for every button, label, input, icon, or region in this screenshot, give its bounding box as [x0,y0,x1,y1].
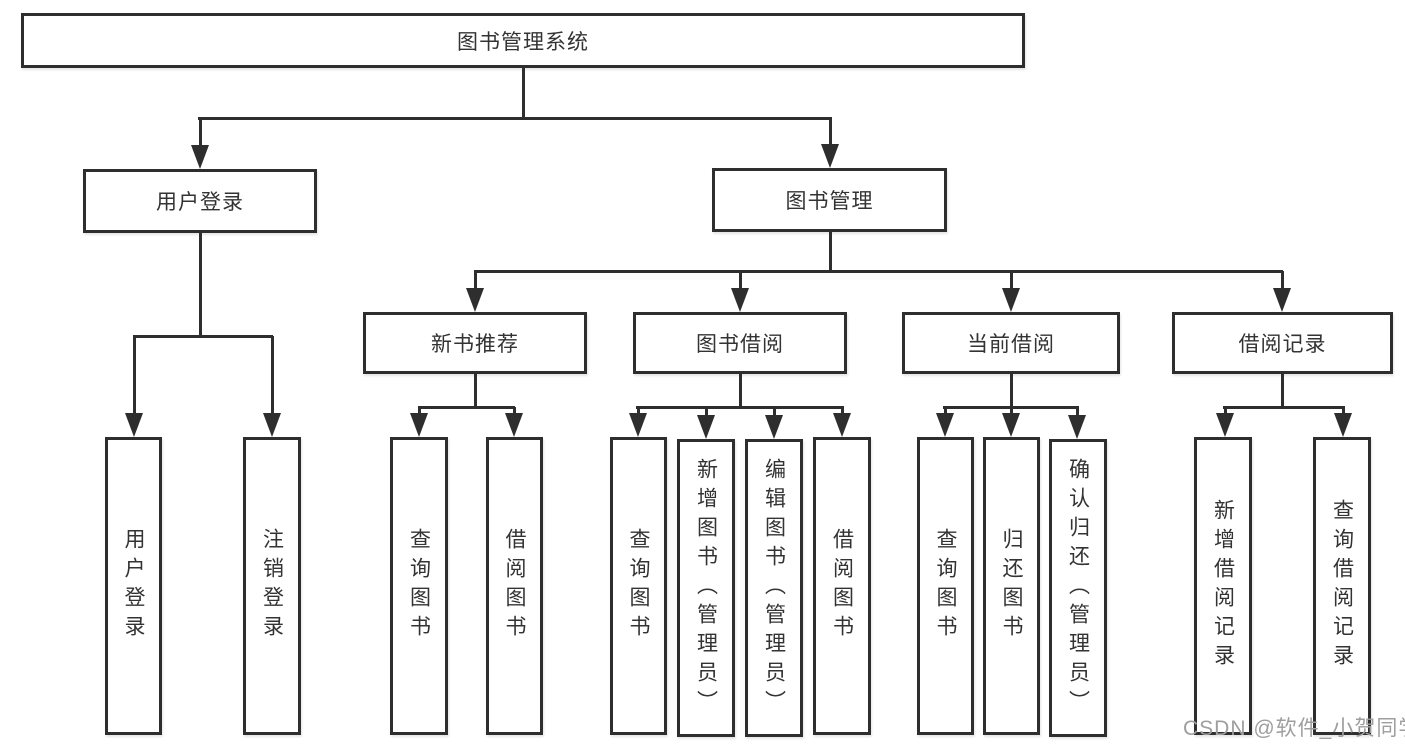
node-leaf-edit-book: 编辑图书（管理员） [745,439,803,737]
node-leaf-query-book-1: 查询图书 [390,437,448,735]
node-new-book-rec: 新书推荐 [363,312,587,374]
node-label: 用户登录 [122,528,145,644]
node-leaf-query-book-2: 查询图书 [610,437,667,735]
arrow-down-icon [731,288,749,312]
arrow-down-icon [466,288,484,312]
arrow-down-icon [697,415,715,439]
watermark: CSDN @软件_小贺同学 [1183,717,1405,740]
node-current-borrow: 当前借阅 [902,312,1120,374]
node-leaf-add-book: 新增图书（管理员） [677,439,735,737]
node-leaf-query-borrow-rec: 查询借阅记录 [1313,437,1371,735]
node-label: 图书管理 [785,190,874,213]
arrow-down-icon [410,413,428,437]
node-label: 编辑图书（管理员） [762,457,786,719]
arrow-down-icon [1068,415,1086,439]
connector-bar-new-book-rec-to-leaves [418,405,515,409]
arrow-down-icon [125,413,143,437]
node-label: 查询图书 [627,528,650,644]
node-book-mgmt: 图书管理 [712,168,947,232]
connector-arrow-shaft [704,407,708,417]
connector-stem-root-to-level2 [521,68,525,118]
connector-arrow-shaft [1223,407,1227,415]
node-label: 查询图书 [934,528,957,644]
connector-arrow-shaft [1280,271,1284,290]
connector-arrow-shaft [636,407,640,415]
node-label: 用户登录 [156,191,244,214]
connector-arrow-shaft [270,336,274,415]
connector-arrow-shaft [1009,407,1013,415]
connector-stem-new-book-rec-to-leaves [473,374,477,407]
arrow-down-icon [1002,288,1020,312]
node-leaf-confirm-return: 确认归还（管理员） [1049,439,1107,737]
arrow-down-icon [629,413,647,437]
arrow-down-icon [936,413,954,437]
node-label: 借阅图书 [830,528,854,644]
node-leaf-logout: 注销登录 [243,437,301,735]
arrow-down-icon [833,413,851,437]
arrow-down-icon [263,413,281,437]
connector-arrow-shaft [417,407,421,415]
connector-arrow-shaft [473,271,477,290]
connector-arrow-shaft [1341,407,1345,415]
connector-arrow-shaft [1009,271,1013,290]
node-label: 图书借阅 [696,333,784,356]
arrow-down-icon [1002,413,1020,437]
connector-bar-book-mgmt-to-level3 [474,269,1283,273]
node-book-borrow: 图书借阅 [633,312,847,374]
connector-bar-borrow-record-to-leaves [1223,405,1345,409]
node-label: 确认归还（管理员） [1066,457,1090,719]
connector-bar-book-borrow-to-leaves [636,405,844,409]
arrow-down-icon [1334,413,1352,437]
connector-stem-user-login-to-leaves [198,233,202,336]
connector-arrow-shaft [828,118,832,146]
node-label: 新增图书（管理员） [694,457,718,719]
node-label: 借阅记录 [1238,333,1327,356]
node-leaf-return-book: 归还图书 [983,437,1040,735]
connector-arrow-shaft [198,118,202,147]
arrow-down-icon [765,415,783,439]
connector-bar-root-to-level2 [198,116,832,120]
node-leaf-query-book-3: 查询图书 [917,437,974,735]
connector-bar-user-login-to-leaves [133,334,273,338]
connector-stem-book-mgmt-to-level3 [828,232,832,271]
arrow-down-icon [191,145,209,169]
node-borrow-record: 借阅记录 [1172,312,1393,374]
connector-stem-current-borrow-to-leaves [1009,374,1013,407]
node-leaf-add-borrow-rec: 新增借阅记录 [1194,437,1252,735]
connector-stem-borrow-record-to-leaves [1280,374,1284,407]
node-label: 查询借阅记录 [1330,499,1354,673]
arrow-down-icon [1273,288,1291,312]
arrow-down-icon [821,144,839,168]
connector-arrow-shaft [512,407,516,415]
connector-arrow-shaft [772,407,776,417]
arrow-down-icon [505,413,523,437]
node-leaf-borrow-book-1: 借阅图书 [486,437,543,735]
node-root: 图书管理系统 [21,13,1025,68]
node-user-login: 用户登录 [83,169,317,233]
node-label: 新书推荐 [431,333,519,356]
node-label: 图书管理系统 [457,30,589,54]
arrow-down-icon [1216,413,1234,437]
connector-arrow-shaft [840,407,844,415]
connector-arrow-shaft [943,407,947,415]
connector-arrow-shaft [132,336,136,415]
node-label: 新增借阅记录 [1211,499,1235,673]
node-leaf-borrow-book-2: 借阅图书 [813,437,871,735]
connector-stem-book-borrow-to-leaves [738,374,742,407]
node-label: 归还图书 [1000,528,1023,644]
node-label: 借阅图书 [503,528,526,644]
node-leaf-user-login: 用户登录 [105,437,162,735]
connector-arrow-shaft [738,271,742,290]
node-label: 查询图书 [407,528,431,644]
node-label: 当前借阅 [967,333,1055,356]
node-label: 注销登录 [260,528,284,644]
connector-arrow-shaft [1075,407,1079,417]
